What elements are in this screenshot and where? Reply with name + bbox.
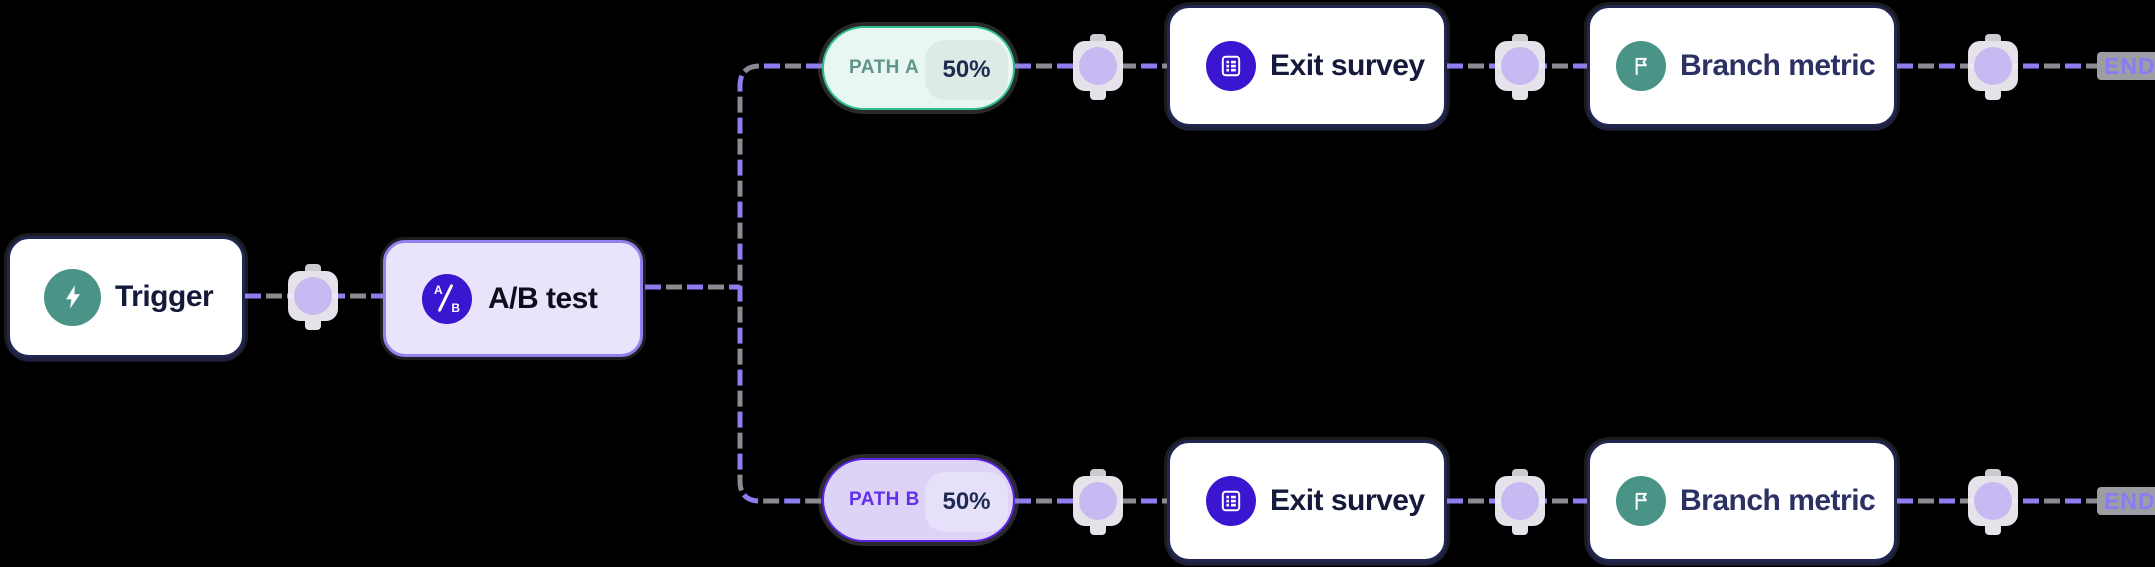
ab-icon-letter-a: A: [434, 282, 443, 297]
node-exit-survey-label: Exit survey: [1270, 49, 1425, 82]
ab-test-icon: A B: [422, 273, 472, 324]
dot-core: [1079, 482, 1117, 520]
dot-core: [1501, 47, 1539, 85]
node-trigger-label: Trigger: [115, 280, 214, 313]
dot-core: [1501, 482, 1539, 520]
flag-icon: [1616, 41, 1666, 91]
survey-form-icon: [1206, 476, 1256, 526]
end-marker-path-b: END: [2097, 487, 2155, 515]
node-trigger[interactable]: Trigger: [7, 236, 245, 358]
node-ab-test-label: A/B test: [488, 281, 598, 315]
edge-connector-dot[interactable]: [288, 264, 338, 330]
node-exit-survey-path-a[interactable]: Exit survey: [1167, 5, 1447, 127]
dot-core: [1079, 47, 1117, 85]
edge-connector-dot[interactable]: [1968, 469, 2018, 535]
flag-icon: [1616, 476, 1666, 526]
dot-core: [1974, 482, 2012, 520]
path-b-label: PATH B: [849, 489, 920, 510]
lightning-bolt-icon: [44, 268, 101, 326]
dot-core: [1974, 47, 2012, 85]
edge-connector-dot[interactable]: [1495, 34, 1545, 100]
path-a-percentage[interactable]: 50%: [925, 40, 1008, 100]
path-a-label: PATH A: [849, 57, 920, 78]
node-ab-test[interactable]: A B A/B test: [383, 240, 643, 357]
dot-core: [294, 277, 332, 315]
node-branch-metric-label: Branch metric: [1680, 484, 1876, 517]
ab-icon-letter-b: B: [451, 300, 460, 315]
end-marker-path-a: END: [2097, 52, 2155, 80]
node-exit-survey-path-b[interactable]: Exit survey: [1167, 440, 1447, 562]
edge-connector-dot[interactable]: [1073, 469, 1123, 535]
path-a-badge[interactable]: PATH A 50%: [822, 26, 1015, 110]
node-branch-metric-label: Branch metric: [1680, 49, 1876, 82]
survey-form-icon: [1206, 41, 1256, 91]
node-branch-metric-path-b[interactable]: Branch metric: [1587, 440, 1897, 562]
node-branch-metric-path-a[interactable]: Branch metric: [1587, 5, 1897, 127]
edge-connector-dot[interactable]: [1073, 34, 1123, 100]
edge-connector-dot[interactable]: [1495, 469, 1545, 535]
edge-connector-dot[interactable]: [1968, 34, 2018, 100]
node-exit-survey-label: Exit survey: [1270, 484, 1425, 517]
path-b-percentage[interactable]: 50%: [925, 472, 1008, 532]
path-b-badge[interactable]: PATH B 50%: [822, 458, 1015, 542]
